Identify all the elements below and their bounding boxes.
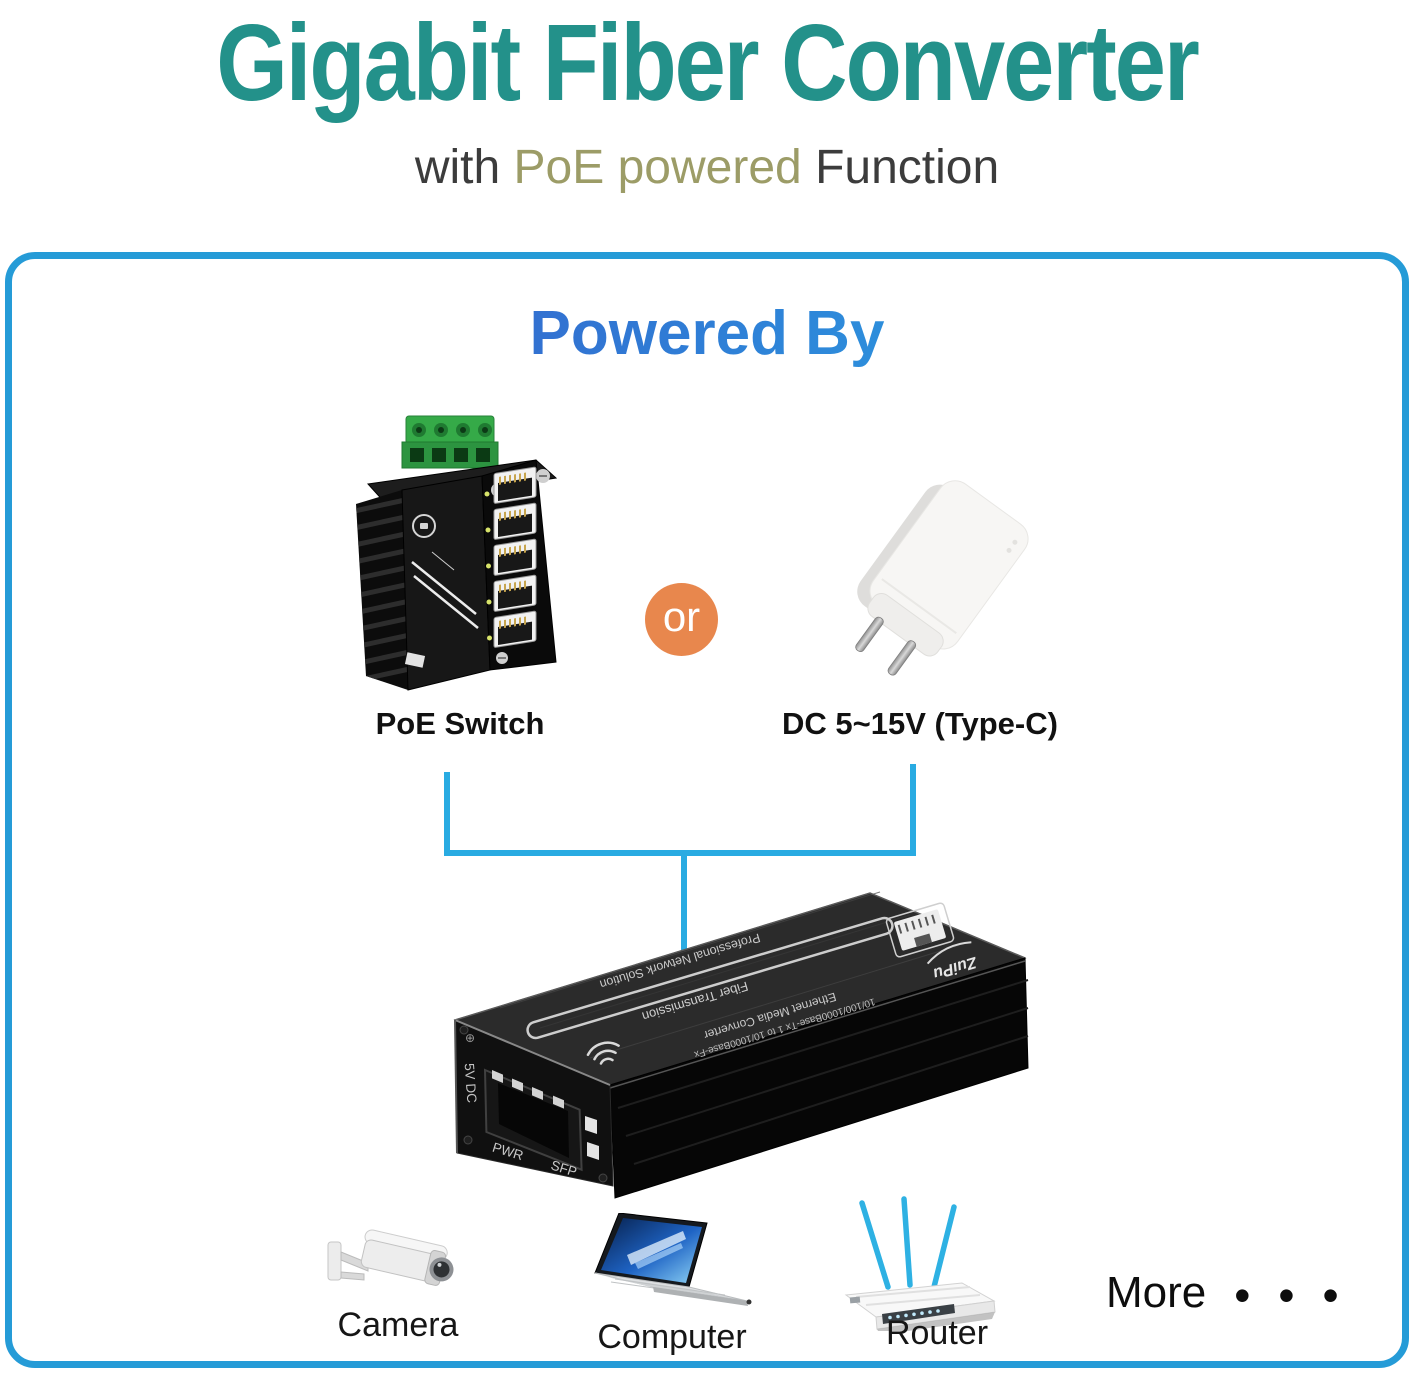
more-dot: •	[1322, 1269, 1339, 1321]
brand-swoosh-icon	[926, 941, 972, 965]
connector-line-left	[444, 772, 450, 856]
device-label-camera: Camera	[337, 1306, 459, 1344]
more-dot: •	[1278, 1269, 1295, 1321]
router-antenna-icon	[859, 1196, 957, 1290]
subtitle-suffix: Function	[815, 141, 1000, 194]
terminal-block-icon	[401, 415, 499, 469]
subtitle-highlight: PoE powered	[513, 141, 816, 194]
connector-line-horizontal	[444, 850, 916, 856]
wall-charger-photo	[855, 480, 1029, 676]
device-label-router: Router	[885, 1314, 989, 1352]
page-title: Gigabit Fiber Converter	[216, 3, 1200, 124]
source-label-poe-switch: PoE Switch	[375, 706, 545, 741]
plug-pin-icon	[887, 640, 917, 676]
converter-power-label: 5V DC	[462, 1063, 480, 1104]
connector-line-center	[681, 850, 687, 952]
powered-by-panel	[5, 252, 1409, 1368]
rj45-ports-icon	[493, 466, 537, 648]
power-polarity-icon: ⊕	[465, 1031, 475, 1045]
more-dot: •	[1234, 1269, 1251, 1321]
wifi-arcs-icon	[586, 1041, 620, 1065]
top-slot-graphic	[526, 916, 894, 1040]
router-photo	[844, 1196, 996, 1331]
device-label-computer: Computer	[597, 1318, 747, 1356]
subtitle-prefix: with	[414, 141, 514, 194]
converter-sfp-label: SFP	[549, 1157, 579, 1179]
page-subtitle: with PoE powered Function	[0, 140, 1414, 195]
computer-photo	[594, 1213, 752, 1306]
connector-line-right	[910, 764, 916, 856]
poe-switch-photo	[356, 415, 558, 691]
more-devices: More • • •	[1106, 1268, 1339, 1318]
rj45-print-icon	[885, 902, 955, 958]
camera-photo	[327, 1229, 454, 1286]
switch-logo-icon	[412, 514, 436, 538]
panel-heading: Powered By	[5, 298, 1409, 369]
router-ports-icon	[882, 1304, 955, 1324]
or-badge: or	[645, 583, 718, 656]
more-label: More	[1106, 1268, 1207, 1317]
media-converter-photo: ⊕ PWR SFP 5V DC Professional Network Sol…	[453, 891, 1029, 1199]
plug-pin-icon	[855, 616, 884, 653]
source-label-dc-power: DC 5~15V (Type-C)	[782, 706, 1058, 741]
